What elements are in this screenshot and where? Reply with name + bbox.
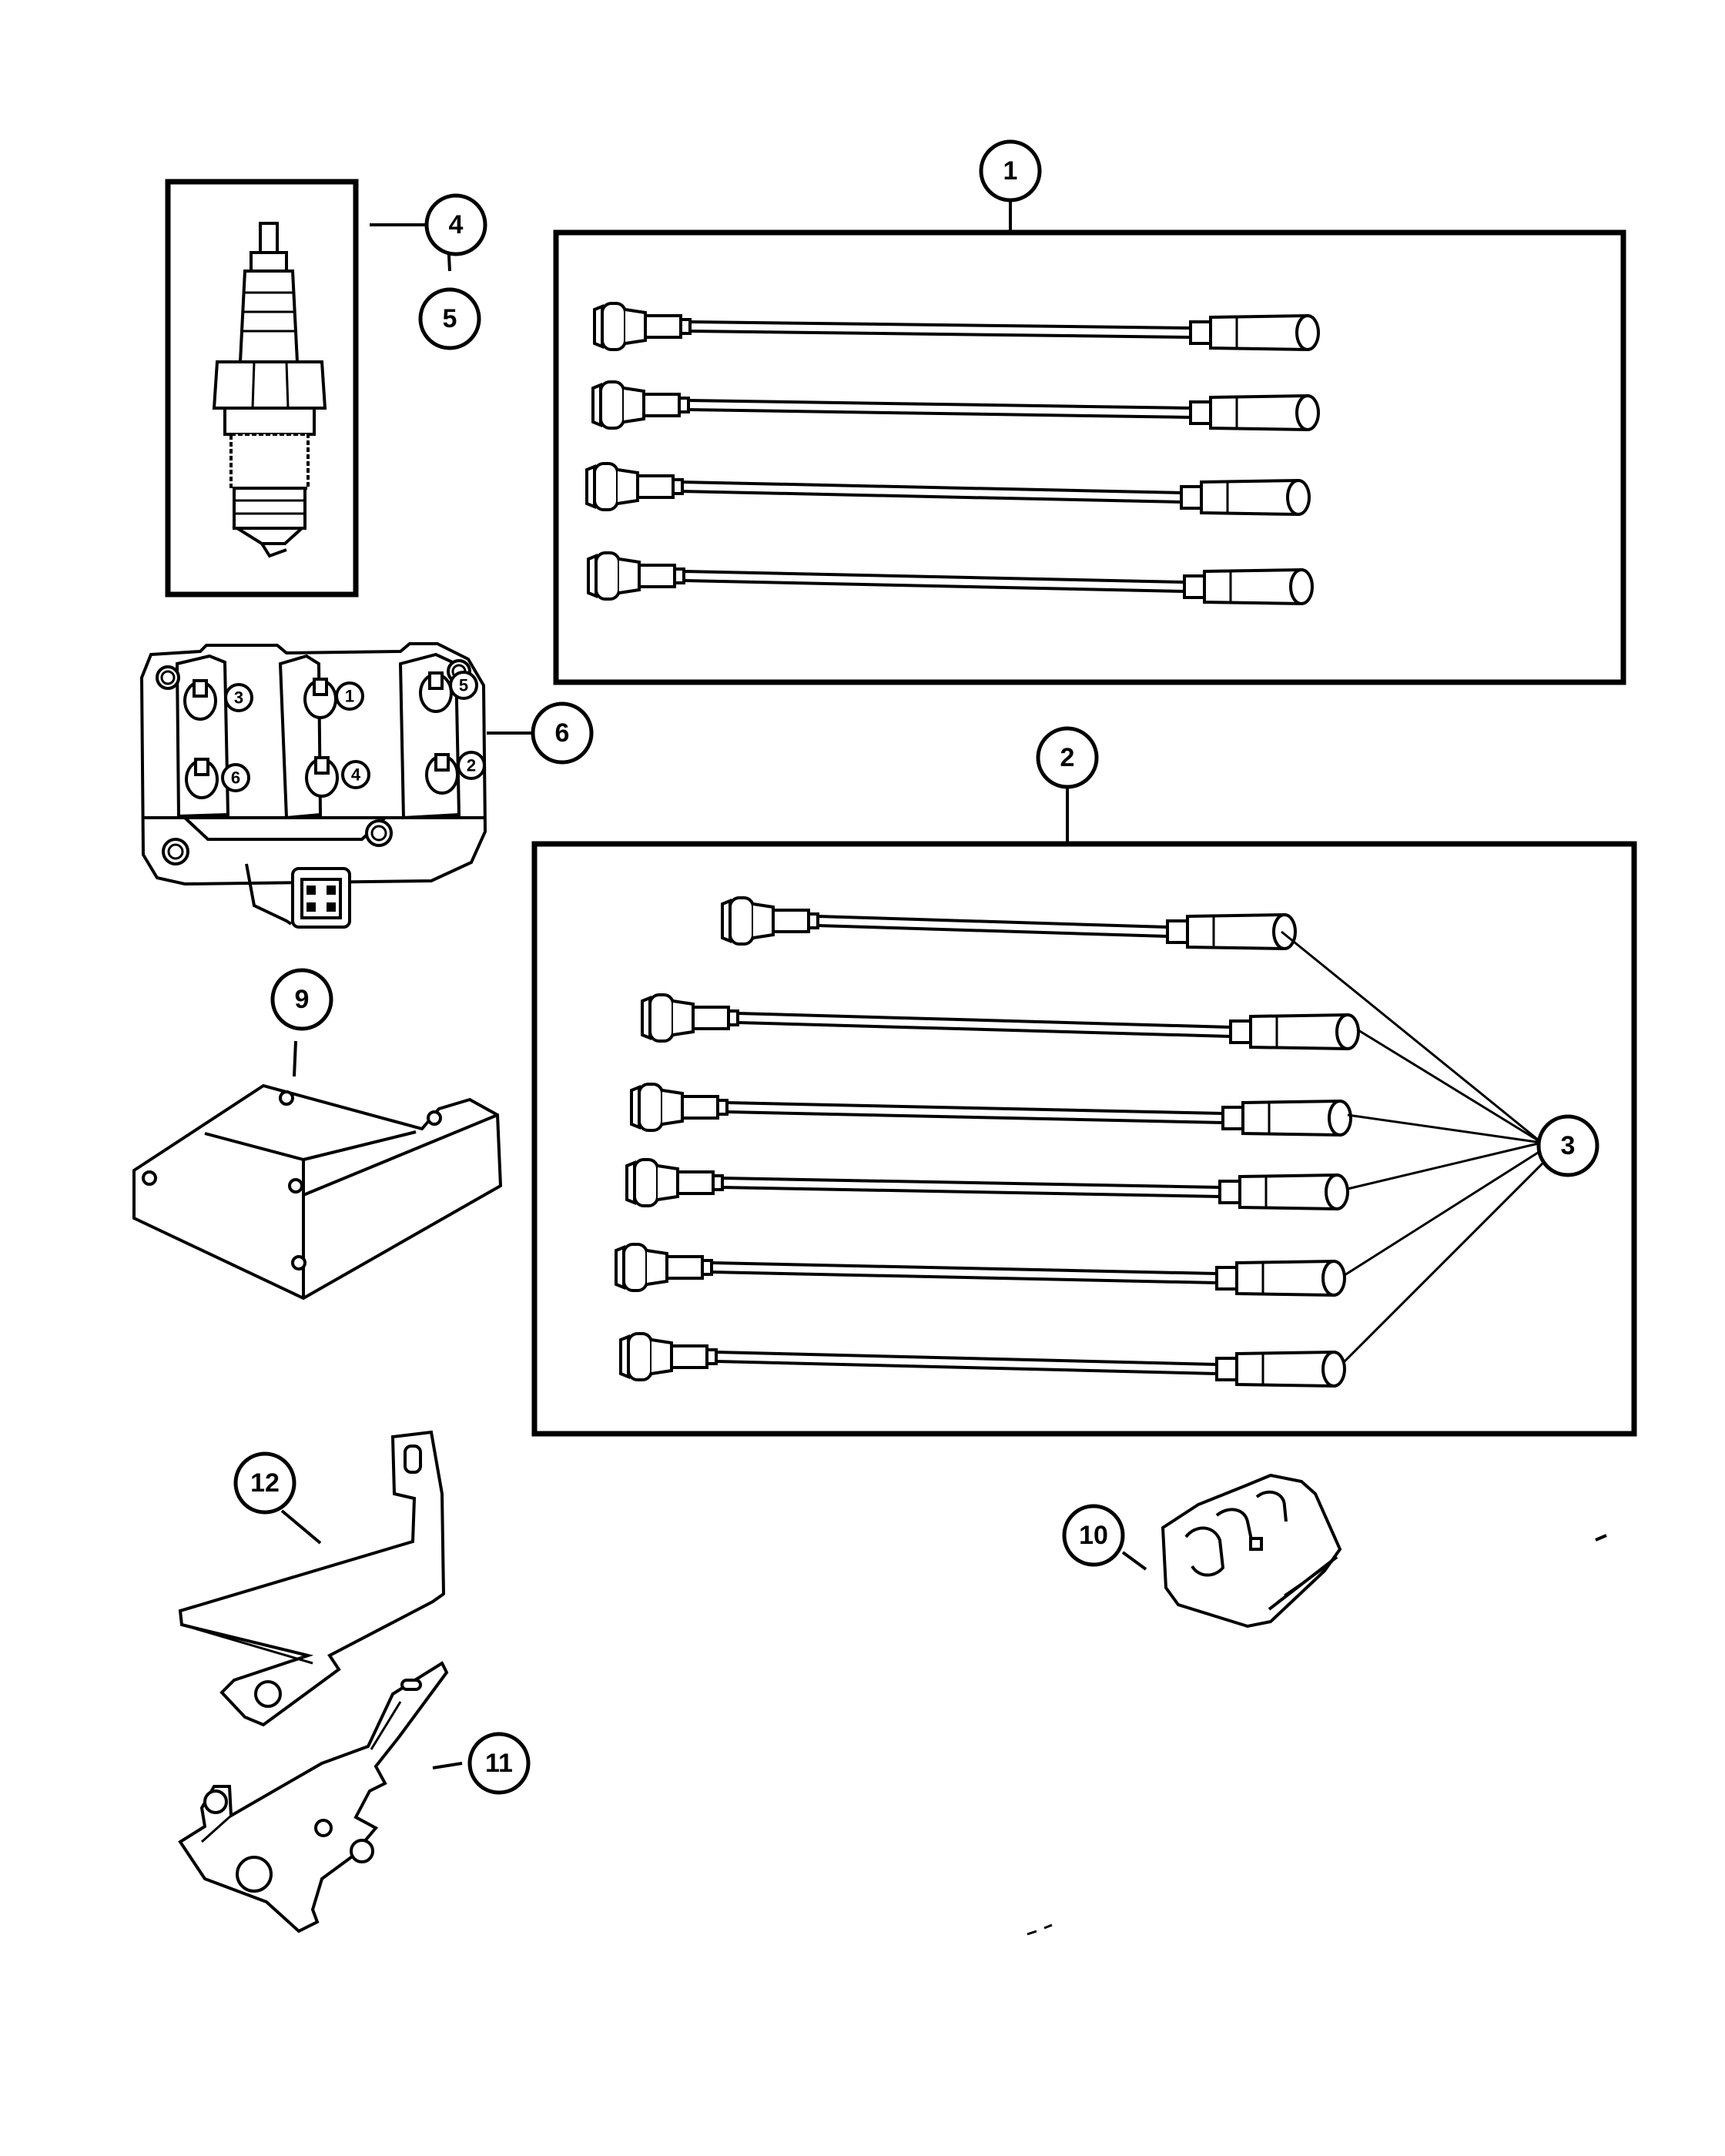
callout-9-label: 9 — [295, 985, 310, 1014]
coil-tower-number: 4 — [351, 765, 361, 785]
callout-5: 5 — [418, 287, 481, 350]
callout-3: 3 — [1536, 1114, 1599, 1177]
wire-set-1-lead — [587, 551, 1314, 606]
callout-10-label: 10 — [1079, 1521, 1108, 1550]
coil-tower-number: 6 — [231, 768, 240, 788]
wire-set-2-frame — [531, 841, 1637, 1437]
spark-plug — [212, 222, 327, 558]
callout-3-leaders — [1281, 930, 1552, 1364]
callout-4-label: 4 — [449, 210, 464, 239]
coil-tower-number: 3 — [234, 688, 243, 708]
wire-set-2-lead — [641, 993, 1360, 1051]
callout-12-label: 12 — [250, 1468, 280, 1498]
stray-mark — [1595, 1534, 1607, 1542]
wire-set-2-lead — [615, 1243, 1346, 1297]
callout-9: 9 — [270, 968, 333, 1031]
wire-set-2-lead — [630, 1083, 1352, 1137]
ignition-coil: 3 1 5 6 4 2 — [139, 642, 533, 929]
callout-6-label: 6 — [555, 718, 570, 748]
callout-11-label: 11 — [485, 1749, 513, 1778]
callout-10: 10 — [1062, 1504, 1125, 1567]
spark-plug-group — [165, 179, 451, 598]
wire-separator — [1121, 1473, 1342, 1629]
coil-tower: 1 — [303, 678, 364, 719]
stray-mark — [1027, 1923, 1053, 1936]
wire-set-2-lead — [619, 1332, 1346, 1388]
coil-tower: 4 — [305, 756, 370, 798]
coil-tower: 3 — [183, 679, 253, 721]
coil-tower: 6 — [185, 758, 250, 799]
coil-bracket — [132, 1040, 503, 1301]
wire-set-1-frame — [553, 229, 1626, 685]
callout-1-label: 1 — [1003, 156, 1018, 186]
callout-1: 1 — [979, 139, 1042, 203]
coil-tower-number: 2 — [467, 756, 476, 775]
callout-5-label: 5 — [443, 304, 457, 333]
callout-2-label: 2 — [1060, 743, 1075, 772]
wire-set-1 — [553, 202, 1626, 685]
wire-set-2-lead — [625, 1158, 1349, 1211]
callout-3-label: 3 — [1561, 1131, 1576, 1160]
callout-6: 6 — [531, 701, 594, 765]
callout-11: 11 — [467, 1732, 531, 1795]
coil-tower: 5 — [419, 671, 478, 713]
bracket-11 — [178, 1661, 463, 1933]
wire-set-2 — [531, 787, 1637, 1437]
wire-set-1-lead — [593, 302, 1320, 352]
coil-tower-number: 1 — [345, 687, 354, 706]
coil-tower: 2 — [425, 751, 486, 795]
coil-tower-number: 5 — [459, 676, 468, 695]
wire-set-2-lead — [721, 896, 1297, 951]
spark-plug-frame — [165, 179, 359, 598]
bracket-12 — [178, 1430, 446, 1727]
wire-set-1-lead — [585, 462, 1311, 517]
wire-set-1-lead — [591, 380, 1320, 432]
callout-12: 12 — [233, 1451, 296, 1515]
callout-2: 2 — [1036, 726, 1099, 789]
callout-4: 4 — [424, 193, 487, 256]
